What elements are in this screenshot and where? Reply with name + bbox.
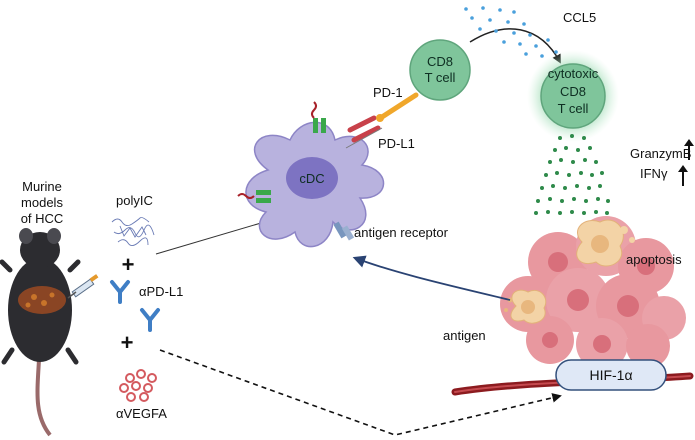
- cd8-t-cell: [409, 39, 471, 101]
- antigen-label: antigen: [443, 328, 486, 343]
- cytotoxic-t-cell: [540, 63, 606, 129]
- cytotoxic-line1: cytotoxic: [548, 66, 599, 81]
- syringe-icon: [67, 274, 99, 299]
- pdl1-receptor: [347, 115, 381, 143]
- antigen-release-cell: [504, 289, 547, 324]
- pdl1-label: PD-L1: [378, 136, 415, 151]
- antigen-receptor-icon: [333, 221, 355, 241]
- apdl1-label: αPD-L1: [139, 284, 183, 299]
- hif-label: HIF-1α: [589, 367, 632, 383]
- apoptotic-cell: [576, 219, 635, 267]
- pd1-label: PD-1: [373, 85, 403, 100]
- antigen-receptor-label: antigen receptor: [354, 225, 449, 240]
- polyic-label: polyIC: [116, 193, 153, 208]
- plus-sign-2: +: [121, 330, 134, 355]
- antibody-icon-2: [140, 308, 160, 332]
- mouse-label-line1: Murine: [22, 179, 62, 194]
- liver-tumor: [18, 286, 66, 314]
- cdc-label: cDC: [299, 171, 324, 186]
- mouse-illustration: [0, 228, 99, 437]
- ccl5-dots: [464, 6, 558, 58]
- polyic-icon: [111, 217, 155, 246]
- granzymb-label: GranzymB: [630, 146, 691, 161]
- apoptosis-label: apoptosis: [626, 252, 682, 267]
- mouse-label-line2: models: [21, 195, 63, 210]
- arrow-dashed-to-hif: [159, 349, 562, 436]
- up-arrow-icon-2: [678, 165, 688, 186]
- plus-sign-1: +: [122, 252, 135, 277]
- arrow-antigen-to-dc: [352, 255, 511, 301]
- up-arrow-icon-1: [684, 139, 694, 160]
- avegfa-icon: [119, 369, 157, 402]
- mouse-label-line3: of HCC: [21, 211, 64, 226]
- arrow-treatment-to-dc: [155, 216, 280, 255]
- cd8-cell-line2: T cell: [425, 70, 456, 85]
- cytotoxic-line2: CD8: [560, 84, 586, 99]
- arrow-activation: [469, 28, 561, 64]
- ccl5-label: CCL5: [563, 10, 596, 25]
- granzyme-dots: [534, 134, 610, 215]
- pdl1-leader: [345, 127, 383, 149]
- dendritic-cell: [245, 121, 385, 248]
- cytotoxic-line3: T cell: [558, 101, 589, 116]
- antibody-icon-1: [110, 280, 130, 304]
- avegfa-label: αVEGFA: [116, 406, 167, 421]
- cd8-cell-line1: CD8: [427, 54, 453, 69]
- hif-pill: [555, 359, 667, 391]
- mhc-receptor-left: [237, 190, 271, 203]
- pd1-receptor: [376, 92, 419, 122]
- dc-nucleus: [286, 157, 338, 199]
- ifng-label: IFNγ: [640, 166, 668, 181]
- mhc-receptor-top: [311, 101, 326, 133]
